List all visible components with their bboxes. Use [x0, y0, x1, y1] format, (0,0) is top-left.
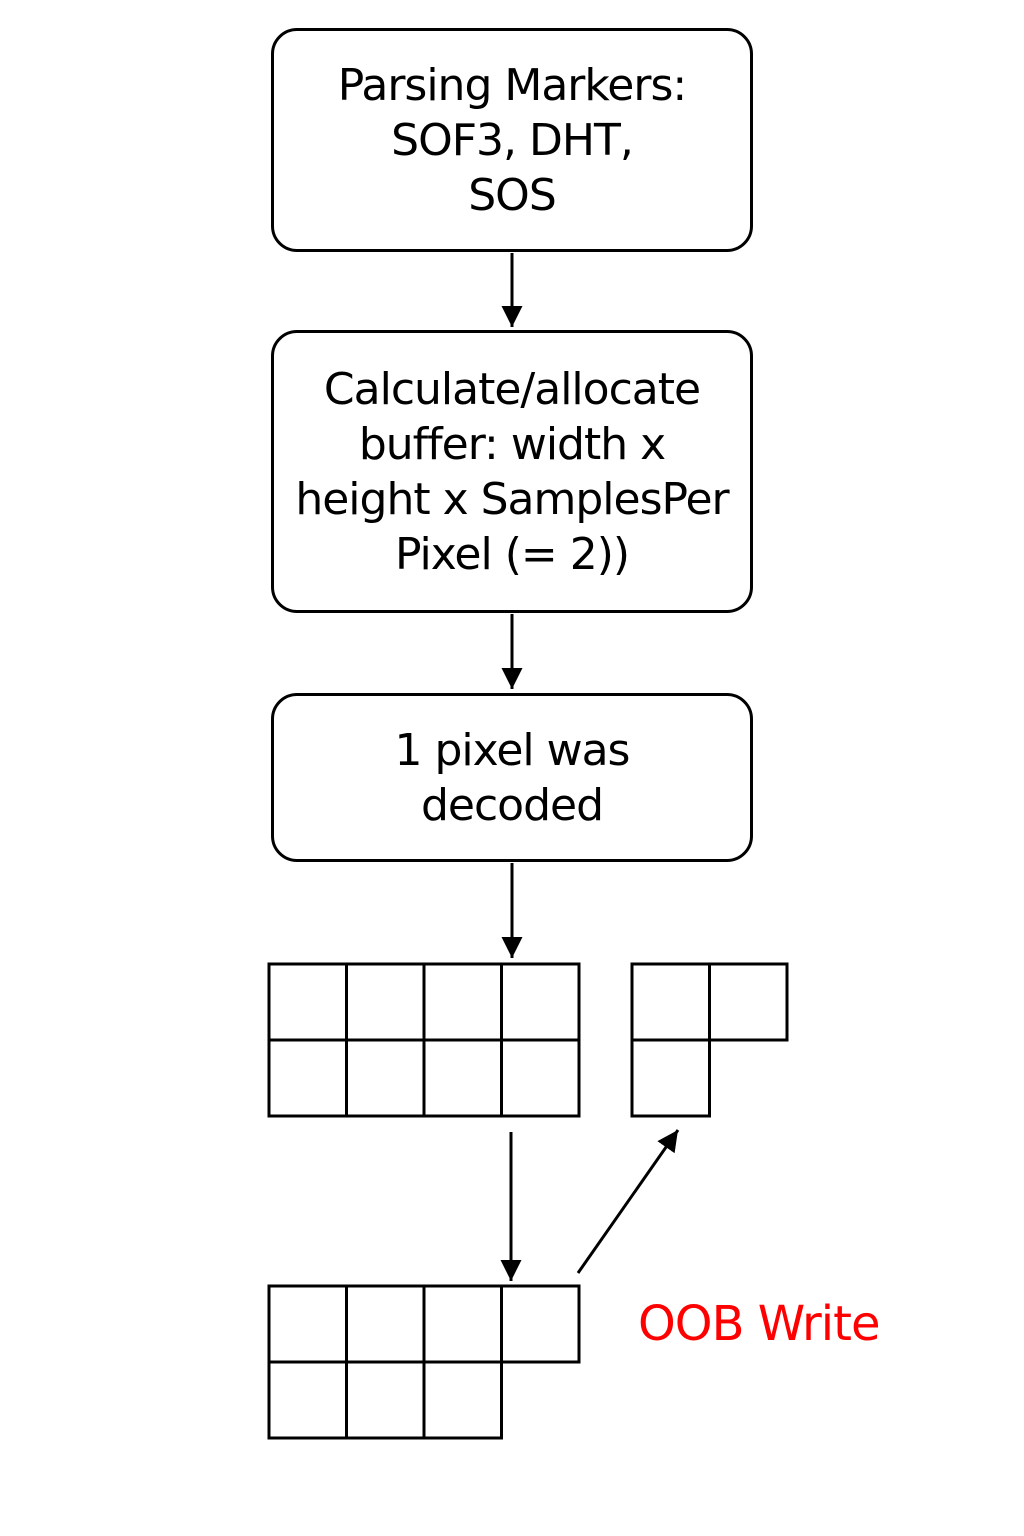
- grid-cell: [345, 962, 426, 1042]
- flow-box-line: decoded: [420, 779, 604, 831]
- partial-buffer-grid: [267, 1284, 581, 1440]
- flow-box-allocate-buffer: Calculate/allocate buffer: width x heigh…: [271, 330, 753, 613]
- grid-cell: [422, 962, 503, 1042]
- flow-box-line: SOF3, DHT,: [391, 114, 634, 166]
- oob-write-cells-grid: [630, 962, 789, 1118]
- flow-box-parsing-markers: Parsing Markers: SOF3, DHT, SOS: [271, 28, 753, 252]
- grid-cell: [708, 962, 789, 1042]
- grid-cell: [630, 962, 711, 1042]
- flow-box-line: Pixel (= 2)): [394, 528, 630, 580]
- flow-box-line: 1 pixel was: [394, 724, 631, 776]
- grid-cell: [267, 962, 348, 1042]
- grid-cell: [630, 1038, 711, 1118]
- flow-box-line: Calculate/allocate: [323, 363, 701, 415]
- grid-cell: [500, 962, 581, 1042]
- grid-cell: [267, 1284, 348, 1364]
- flow-box-line: Parsing Markers:: [337, 59, 687, 111]
- grid-cell: [345, 1038, 426, 1118]
- allocated-buffer-grid: [267, 962, 581, 1118]
- flow-box-line: buffer: width x: [358, 418, 666, 470]
- grid-cell: [267, 1360, 348, 1440]
- grid-cell: [500, 1284, 581, 1364]
- flow-box-pixel-decoded: 1 pixel was decoded: [271, 693, 753, 862]
- flow-box-line: height x SamplesPer: [295, 473, 729, 525]
- grid-cell: [345, 1360, 426, 1440]
- grid-cell: [345, 1284, 426, 1364]
- oob-write-label: OOB Write: [638, 1296, 880, 1352]
- grid-cell: [267, 1038, 348, 1118]
- flow-box-line: SOS: [468, 169, 556, 221]
- grid-cell: [422, 1284, 503, 1364]
- grid-cell: [500, 1038, 581, 1118]
- grid-cell: [422, 1360, 503, 1440]
- arrow-oob-write: [576, 1129, 680, 1274]
- grid-cell: [422, 1038, 503, 1118]
